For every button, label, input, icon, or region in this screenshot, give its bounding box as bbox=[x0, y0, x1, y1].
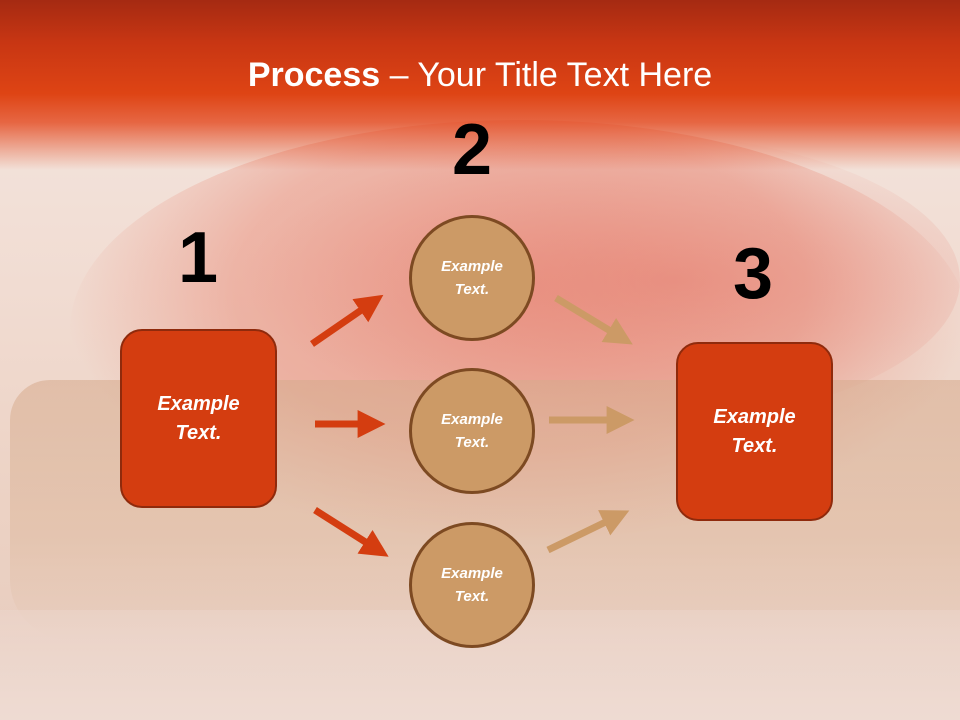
step-1-box-line1: Example bbox=[157, 392, 240, 415]
arrow-circle-top-to-box3 bbox=[554, 295, 633, 345]
step-1-box-line2: Text. bbox=[175, 421, 222, 444]
step-3-box-line2: Text. bbox=[731, 434, 778, 457]
step-number-3: 3 bbox=[732, 234, 774, 314]
circle-top-line1: Example bbox=[441, 258, 503, 275]
circle-bottom-line1: Example bbox=[441, 565, 503, 582]
step-number-2: 2 bbox=[451, 110, 493, 190]
circle-top-line2: Text. bbox=[454, 281, 490, 298]
circle-middle-line2: Text. bbox=[454, 434, 490, 451]
circle-bottom-line2: Text. bbox=[454, 588, 490, 605]
arrow-box1-to-circle-bottom bbox=[313, 507, 389, 557]
arrow-circle-bottom-to-box3 bbox=[546, 510, 630, 554]
arrow-box1-to-circle-top bbox=[310, 294, 384, 347]
slide-title-bold: Process bbox=[247, 56, 381, 94]
title-band bbox=[0, 0, 960, 170]
slide-title-rest: – Your Title Text Here bbox=[380, 56, 713, 94]
step-3-box-line1: Example bbox=[713, 405, 796, 428]
slide-title: Process – Your Title Text Here bbox=[0, 52, 960, 98]
circle-middle-line1: Example bbox=[441, 411, 503, 428]
step-number-1: 1 bbox=[177, 218, 219, 298]
